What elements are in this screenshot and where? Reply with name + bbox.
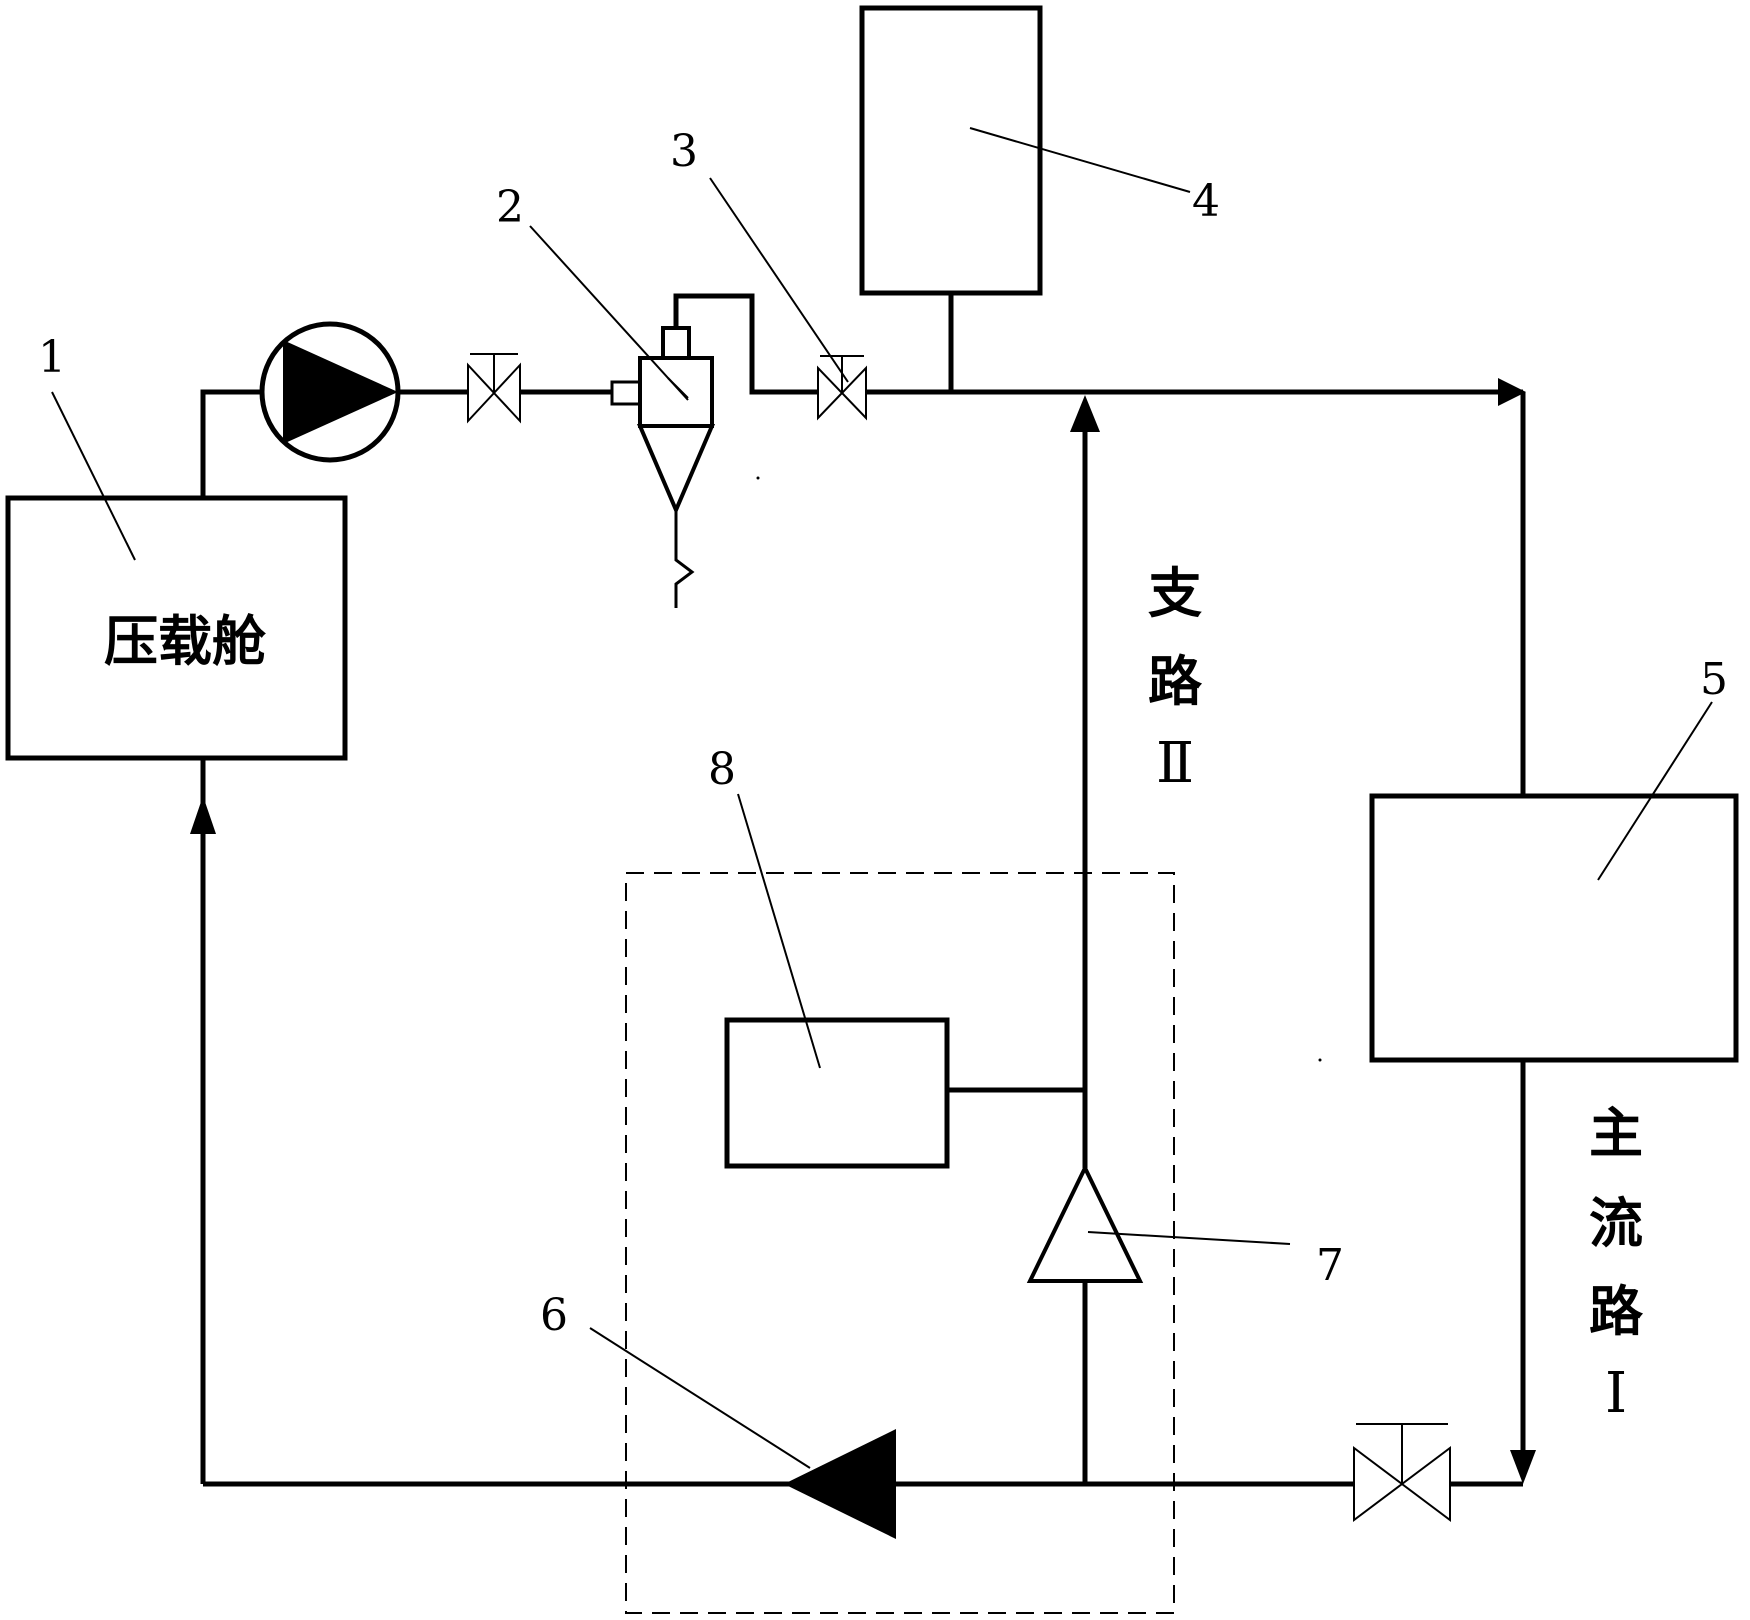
label-2: 2 (496, 182, 524, 233)
main-label-line1: 主 (1589, 1102, 1643, 1165)
leader-8 (737, 793, 821, 1069)
isolation-valve-1 (467, 353, 521, 424)
isolation-valve-bottom (1353, 1423, 1451, 1522)
main-path-arrow-down (1510, 1450, 1536, 1484)
branch-arrow-up (1070, 395, 1100, 432)
main-label-line4: Ⅰ (1605, 1361, 1627, 1426)
label-3: 3 (670, 126, 698, 177)
label-8: 8 (708, 744, 736, 795)
left-return-arrow-up (190, 796, 216, 834)
label-6: 6 (540, 1290, 568, 1341)
tank-to-pump-pipe (200, 389, 262, 498)
leader-6 (589, 1327, 811, 1469)
cyclone-separator-icon (610, 326, 716, 608)
leader-3 (709, 177, 849, 383)
pump-triangle (283, 340, 398, 444)
branch-label-line3: Ⅱ (1156, 731, 1194, 796)
leader-2 (529, 225, 689, 401)
header-arrow-right (1498, 378, 1526, 406)
leader-5 (1597, 701, 1713, 881)
leader-4 (969, 127, 1191, 193)
branch-label-line1: 支 (1148, 562, 1202, 625)
unit-4-box (859, 5, 1043, 296)
leader-1 (51, 391, 136, 561)
label-7: 7 (1316, 1240, 1344, 1291)
check-valve-6-icon (784, 1429, 896, 1539)
main-label-line3: 路 (1589, 1280, 1644, 1343)
stray-dot (1318, 1058, 1322, 1062)
ballast-tank-label: 压载舱 (104, 610, 266, 673)
unit-5-box (1369, 793, 1739, 1063)
separator-outlet-pipe (673, 293, 818, 395)
isolation-valve-3 (817, 355, 867, 421)
label-1: 1 (38, 332, 66, 383)
stray-dot (756, 476, 760, 480)
branch-label-line2: 路 (1148, 650, 1203, 713)
leader-7 (1087, 1231, 1291, 1245)
main-path-label: 主 流 路 Ⅰ (1589, 1102, 1644, 1426)
unit-8-box (724, 1017, 950, 1169)
label-4: 4 (1192, 176, 1220, 227)
branch-path-label: 支 路 Ⅱ (1148, 562, 1203, 796)
ballast-tank-box (5, 495, 348, 761)
ejector-7-icon (1026, 1163, 1144, 1283)
main-label-line2: 流 (1589, 1192, 1643, 1255)
label-5: 5 (1700, 654, 1728, 705)
